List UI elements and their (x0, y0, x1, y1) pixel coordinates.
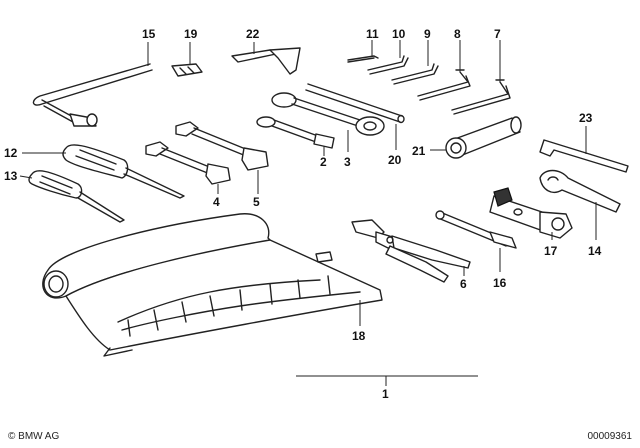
part-13-screwdriver (28, 170, 125, 223)
part-5-open-spanner (175, 121, 269, 171)
callout-8: 8 (454, 27, 461, 41)
callout-15: 15 (142, 27, 156, 41)
part-15-socket-key (32, 63, 153, 127)
part-17-box-spanner (489, 187, 573, 239)
part-4-open-spanner (145, 141, 231, 185)
part-22-screwdriver-blade (231, 47, 301, 75)
callout-23: 23 (579, 111, 593, 125)
callout-22: 22 (246, 27, 260, 41)
part-20-tommy-bar (305, 83, 405, 124)
part-6-pliers (351, 219, 471, 283)
part-2-combination-spanner (256, 116, 335, 149)
part-9-hex-key (391, 63, 439, 85)
callout-20: 20 (388, 153, 402, 167)
callout-21: 21 (412, 144, 426, 158)
part-23-hex-wrench (539, 139, 629, 173)
part-18-tool-roll (42, 213, 383, 357)
callout-19: 19 (184, 27, 198, 41)
callout-2: 2 (320, 155, 327, 169)
callout-3: 3 (344, 155, 351, 169)
part-3-ring-spanner (271, 92, 385, 136)
callout-16: 16 (493, 276, 507, 290)
diagram-number: 00009361 (587, 431, 633, 442)
part-10-hex-key (367, 55, 409, 75)
callout-1: 1 (382, 387, 389, 401)
callout-14: 14 (588, 244, 602, 258)
callout-18: 18 (352, 329, 366, 343)
copyright-text: © BMW AG (8, 431, 60, 442)
part-21-box-spanner (445, 116, 522, 159)
callout-13: 13 (4, 169, 18, 183)
callout-11: 11 (366, 27, 379, 41)
callout-4: 4 (213, 195, 220, 209)
callout-5: 5 (253, 195, 260, 209)
callout-7: 7 (494, 27, 501, 41)
callout-6: 6 (460, 277, 467, 291)
part-12-screwdriver (62, 144, 185, 199)
part-7-hex-key (451, 79, 511, 115)
callout-17: 17 (544, 244, 558, 258)
callout-12: 12 (4, 146, 18, 160)
part-11-hex-key (347, 55, 379, 63)
part-8-hex-key (417, 69, 471, 101)
part-14-hook-spanner (539, 169, 621, 213)
part-16-punch (435, 210, 517, 249)
callout-10: 10 (392, 27, 406, 41)
part-19-clip (171, 63, 203, 77)
callout-9: 9 (424, 27, 431, 41)
